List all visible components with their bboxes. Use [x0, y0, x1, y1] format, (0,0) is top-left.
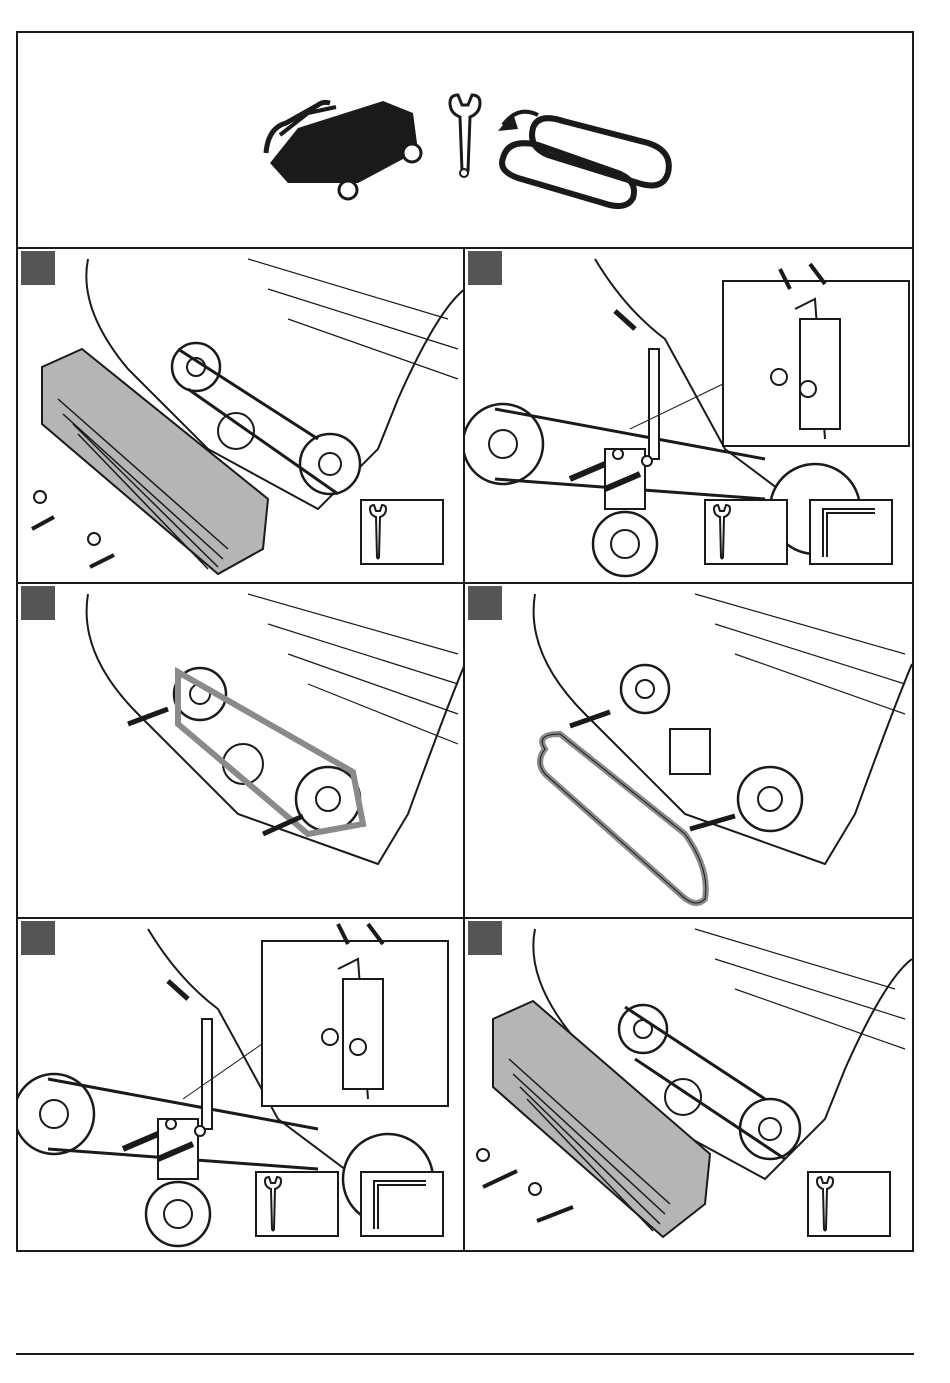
- step-6-panel: [465, 919, 912, 1250]
- step-4-illustration: [465, 584, 912, 919]
- step-1-badge: [21, 251, 55, 285]
- step-5-tool-box-wrench: [255, 1171, 339, 1237]
- header-icons: [18, 33, 912, 249]
- hex-key-icon: [362, 1173, 442, 1235]
- step-2-badge: [468, 251, 502, 285]
- wrench-icon: [450, 95, 480, 177]
- wrench-icon: [706, 501, 786, 563]
- step-5-tool-box-hex-key: [360, 1171, 444, 1237]
- step-5-panel: [18, 919, 465, 1250]
- hex-key-icon: [811, 501, 891, 563]
- header-panel: [18, 33, 912, 249]
- step-5-badge: [21, 921, 55, 955]
- step-3-badge: [21, 586, 55, 620]
- step-2-tool-box-wrench: [704, 499, 788, 565]
- wrench-icon: [809, 1173, 889, 1235]
- step-3-panel: [18, 584, 465, 919]
- step-1-tool-box: [360, 499, 444, 565]
- footer-rule: [16, 1353, 914, 1355]
- step-1-panel: [18, 249, 465, 584]
- step-4-panel: [465, 584, 912, 919]
- step-4-badge: [468, 586, 502, 620]
- wrench-icon: [362, 501, 442, 563]
- step-3-illustration: [18, 584, 465, 919]
- step-6-badge: [468, 921, 502, 955]
- wrench-icon: [257, 1173, 337, 1235]
- step-2-tool-box-hex-key: [809, 499, 893, 565]
- instruction-sheet: [16, 31, 914, 1252]
- step-6-tool-box: [807, 1171, 891, 1237]
- lawn-mower-icon: [266, 101, 421, 199]
- drive-belt-icon: [498, 112, 669, 206]
- step-2-panel: [465, 249, 912, 584]
